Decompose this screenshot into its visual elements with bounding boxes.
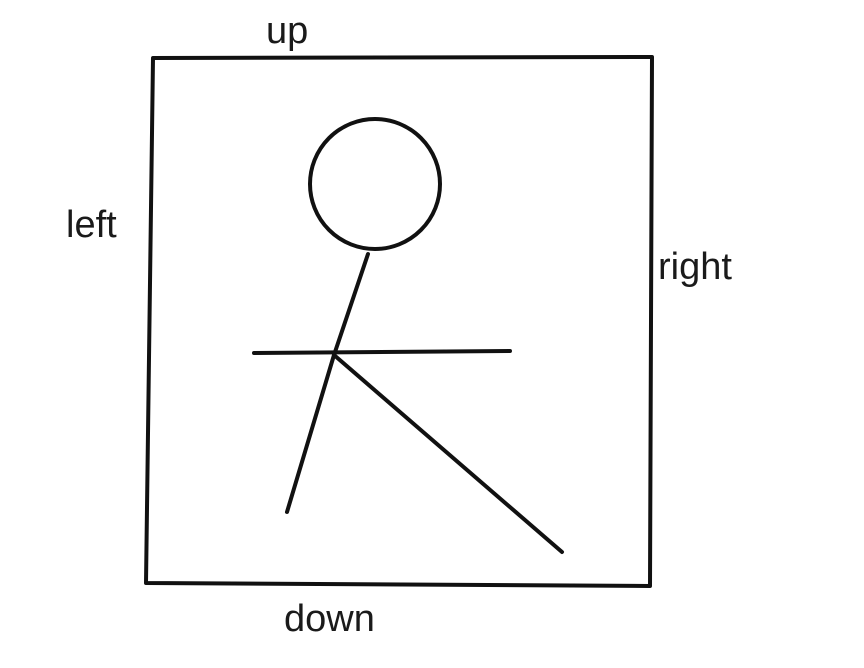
figure-arms <box>252 349 512 355</box>
frame-box <box>144 55 654 588</box>
figure-leg-left <box>285 353 336 514</box>
label-right: right <box>658 246 732 288</box>
label-down: down <box>284 598 375 640</box>
label-up: up <box>266 10 309 52</box>
label-left: left <box>66 204 117 246</box>
figure-head <box>308 117 442 251</box>
figure-leg-right <box>332 353 564 554</box>
figure-body-upper <box>332 252 370 357</box>
